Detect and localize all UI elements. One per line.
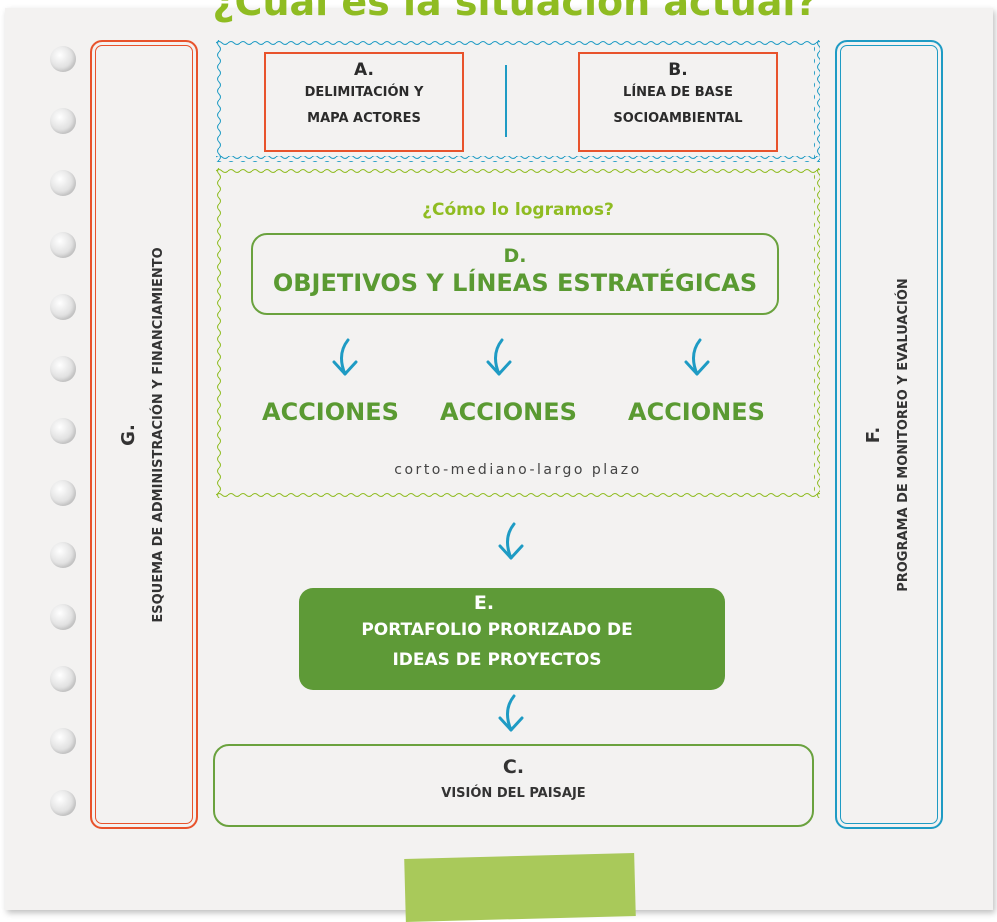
frame-strategy-wavy-border bbox=[216, 168, 820, 498]
panel-g-letter: G. bbox=[118, 423, 139, 446]
arrow-down-icon bbox=[332, 338, 358, 376]
box-b-letter: B. bbox=[668, 60, 688, 80]
binder-hole bbox=[50, 108, 76, 134]
box-a-line2: MAPA ACTORES bbox=[307, 111, 421, 126]
binder-hole bbox=[50, 294, 76, 320]
box-c-vision: C. VISIÓN DEL PAISAJE bbox=[213, 744, 814, 827]
box-a-delimitacion: A. DELIMITACIÓN Y MAPA ACTORES bbox=[264, 52, 464, 152]
box-c-label: VISIÓN DEL PAISAJE bbox=[441, 786, 586, 801]
arrow-down-icon bbox=[486, 338, 512, 376]
divider-line bbox=[505, 65, 507, 137]
box-e-line2: IDEAS DE PROYECTOS bbox=[392, 650, 602, 670]
action-label: ACCIONES bbox=[628, 398, 765, 426]
panel-f-text: F. PROGRAMA DE MONITOREO Y EVALUACIÓN bbox=[859, 278, 919, 592]
box-b-linea-base: B. LÍNEA DE BASE SOCIOAMBIENTAL bbox=[578, 52, 778, 152]
panel-g-text: G. ESQUEMA DE ADMINISTRACIÓN Y FINANCIAM… bbox=[114, 247, 174, 622]
action-label: ACCIONES bbox=[440, 398, 577, 426]
panel-f-label: PROGRAMA DE MONITOREO Y EVALUACIÓN bbox=[896, 277, 911, 592]
binder-hole bbox=[50, 232, 76, 258]
box-a-line1: DELIMITACIÓN Y bbox=[304, 85, 424, 100]
arrow-down-icon bbox=[498, 522, 524, 560]
binder-hole bbox=[50, 480, 76, 506]
box-c-letter: C. bbox=[502, 756, 525, 778]
box-d-objetivos: D. OBJETIVOS Y LÍNEAS ESTRATÉGICAS bbox=[251, 233, 779, 315]
binder-hole bbox=[50, 604, 76, 630]
panel-f-monitoreo: F. PROGRAMA DE MONITOREO Y EVALUACIÓN bbox=[835, 40, 943, 829]
arrow-down-icon bbox=[684, 338, 710, 376]
page-title: ¿Cuál es la situación actual? bbox=[212, 0, 818, 24]
panel-g-administracion: G. ESQUEMA DE ADMINISTRACIÓN Y FINANCIAM… bbox=[90, 40, 198, 829]
how-title: ¿Cómo lo logramos? bbox=[422, 200, 614, 220]
box-d-letter: D. bbox=[503, 245, 527, 267]
binder-hole bbox=[50, 542, 76, 568]
binder-hole bbox=[50, 418, 76, 444]
binder-hole bbox=[50, 170, 76, 196]
binder-hole bbox=[50, 46, 76, 72]
box-a-letter: A. bbox=[354, 60, 374, 80]
box-e-portafolio: E. PORTAFOLIO PRORIZADO DE IDEAS DE PROY… bbox=[299, 588, 725, 690]
arrow-down-icon bbox=[498, 694, 524, 732]
binder-hole bbox=[50, 790, 76, 816]
box-b-line1: LÍNEA DE BASE bbox=[623, 85, 733, 100]
box-b-line2: SOCIOAMBIENTAL bbox=[613, 111, 743, 126]
tape-strip bbox=[404, 853, 636, 922]
box-e-line1: PORTAFOLIO PRORIZADO DE bbox=[361, 620, 633, 640]
action-label: ACCIONES bbox=[262, 398, 399, 426]
binder-hole bbox=[50, 666, 76, 692]
box-d-label: OBJETIVOS Y LÍNEAS ESTRATÉGICAS bbox=[272, 269, 758, 297]
binder-hole bbox=[50, 728, 76, 754]
timeframe-text: corto-mediano-largo plazo bbox=[394, 462, 642, 478]
panel-f-letter: F. bbox=[863, 426, 884, 443]
binder-hole bbox=[50, 356, 76, 382]
panel-g-label: ESQUEMA DE ADMINISTRACIÓN Y FINANCIAMIEN… bbox=[151, 246, 166, 623]
frame-ab-wavy-border bbox=[216, 40, 820, 162]
box-e-letter: E. bbox=[473, 592, 495, 614]
